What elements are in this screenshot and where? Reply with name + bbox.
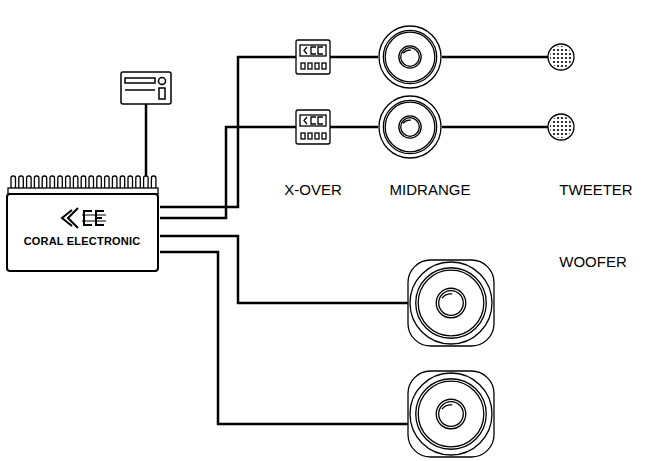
- crossover-badge: [300, 45, 326, 56]
- speaker-ring: [399, 46, 421, 68]
- heatsink-fin: [58, 176, 63, 189]
- speaker-ring: [383, 30, 436, 83]
- part-label: WOOFER: [558, 253, 628, 270]
- tweeter-rim: [548, 114, 574, 140]
- logo-mark: [96, 211, 104, 225]
- crossover-logo: [304, 47, 323, 54]
- heatsink-fin: [144, 176, 149, 189]
- speaker-ring: [410, 373, 492, 455]
- crossover-terminal: [322, 133, 326, 139]
- head-unit: [121, 72, 171, 104]
- speaker-ring: [401, 48, 420, 67]
- heatsink-fin: [81, 176, 86, 189]
- speaker-frame: [408, 260, 494, 346]
- volume-knob: [159, 78, 166, 85]
- brand-logo: [62, 208, 106, 228]
- heatsink-fin: [73, 176, 78, 189]
- speaker-ring: [418, 270, 484, 336]
- speaker-highlight: [403, 50, 411, 53]
- part-label: MIDRANGE: [389, 181, 472, 198]
- heatsink-fin: [112, 176, 117, 189]
- disc-slot: [125, 78, 155, 83]
- brand-name: CORAL ELECTRONIC: [24, 235, 141, 247]
- logo-mark: [82, 221, 106, 222]
- speaker-ring: [416, 379, 487, 450]
- speaker-ring: [410, 262, 492, 344]
- speaker-frame: [408, 371, 494, 457]
- speaker: [408, 371, 494, 457]
- crossover-terminal: [315, 133, 319, 139]
- tweeter-grille: [550, 46, 572, 68]
- crossover-box: [296, 40, 330, 74]
- speaker-highlight: [442, 294, 452, 298]
- speaker-ring: [436, 288, 466, 318]
- heatsink-fin: [128, 176, 133, 189]
- crossover-terminal: [308, 63, 312, 69]
- speaker-ring: [436, 399, 466, 429]
- heatsink-fin: [97, 176, 102, 189]
- tweeter: [548, 114, 574, 140]
- speaker-ring: [383, 100, 436, 153]
- heatsink-fin: [19, 176, 24, 189]
- head-unit-body: [121, 72, 171, 104]
- heatsink-fin: [42, 176, 47, 189]
- crossover-terminal: [308, 133, 312, 139]
- crossover-logo: [304, 117, 323, 124]
- speaker-parts: [296, 26, 574, 457]
- button: [159, 88, 165, 99]
- speaker: [379, 26, 441, 88]
- heatsink-fin: [105, 176, 110, 189]
- speaker-ring: [401, 118, 420, 137]
- speaker-ring: [416, 268, 487, 339]
- wire: [160, 127, 296, 218]
- amplifier-box: CORAL ELECTRONIC: [6, 193, 159, 272]
- crossover-terminal: [301, 133, 305, 139]
- speaker-ring: [418, 381, 484, 447]
- wire: [160, 252, 408, 424]
- speaker-ring: [439, 291, 464, 316]
- crossover-badge: [300, 115, 326, 126]
- speaker-ring: [379, 96, 441, 158]
- heatsink-fin: [120, 176, 125, 189]
- crossover-body: [296, 110, 330, 144]
- heatsink-fins: [11, 176, 156, 189]
- heatsink-fin: [136, 176, 141, 189]
- tweeter-grille: [550, 116, 572, 138]
- speaker-ring: [399, 116, 421, 138]
- crossover-terminal: [315, 63, 319, 69]
- crossover-box: [296, 110, 330, 144]
- crossover-terminal: [322, 63, 326, 69]
- wire-group: [146, 57, 548, 424]
- tweeter: [548, 44, 574, 70]
- wire: [145, 104, 148, 176]
- heatsink-fin: [89, 176, 94, 189]
- heatsink-fin: [34, 176, 39, 189]
- speaker-highlight: [403, 120, 411, 123]
- speaker-ring: [379, 26, 441, 88]
- speaker: [379, 96, 441, 158]
- heatsink-fin: [50, 176, 55, 189]
- part-label: X-OVER: [283, 181, 343, 198]
- speaker: [408, 260, 494, 346]
- heatsink-fin: [151, 176, 156, 189]
- tweeter-rim: [548, 44, 574, 70]
- heatsink-fin: [11, 176, 16, 189]
- speaker-ring: [385, 102, 435, 152]
- logo-mark: [82, 215, 106, 216]
- logo-mark: [68, 208, 78, 228]
- speaker-ring: [439, 402, 464, 427]
- crossover-body: [296, 40, 330, 74]
- speaker-ring: [385, 32, 435, 82]
- wire: [160, 236, 408, 303]
- logo-mark: [84, 211, 92, 225]
- speaker-highlight: [442, 405, 452, 409]
- wire: [160, 57, 296, 207]
- heatsink-fin: [27, 176, 32, 189]
- faceplate-line: [125, 89, 155, 91]
- part-label: TWEETER: [558, 181, 633, 198]
- heatsink-fin: [66, 176, 71, 189]
- crossover-terminal: [301, 63, 305, 69]
